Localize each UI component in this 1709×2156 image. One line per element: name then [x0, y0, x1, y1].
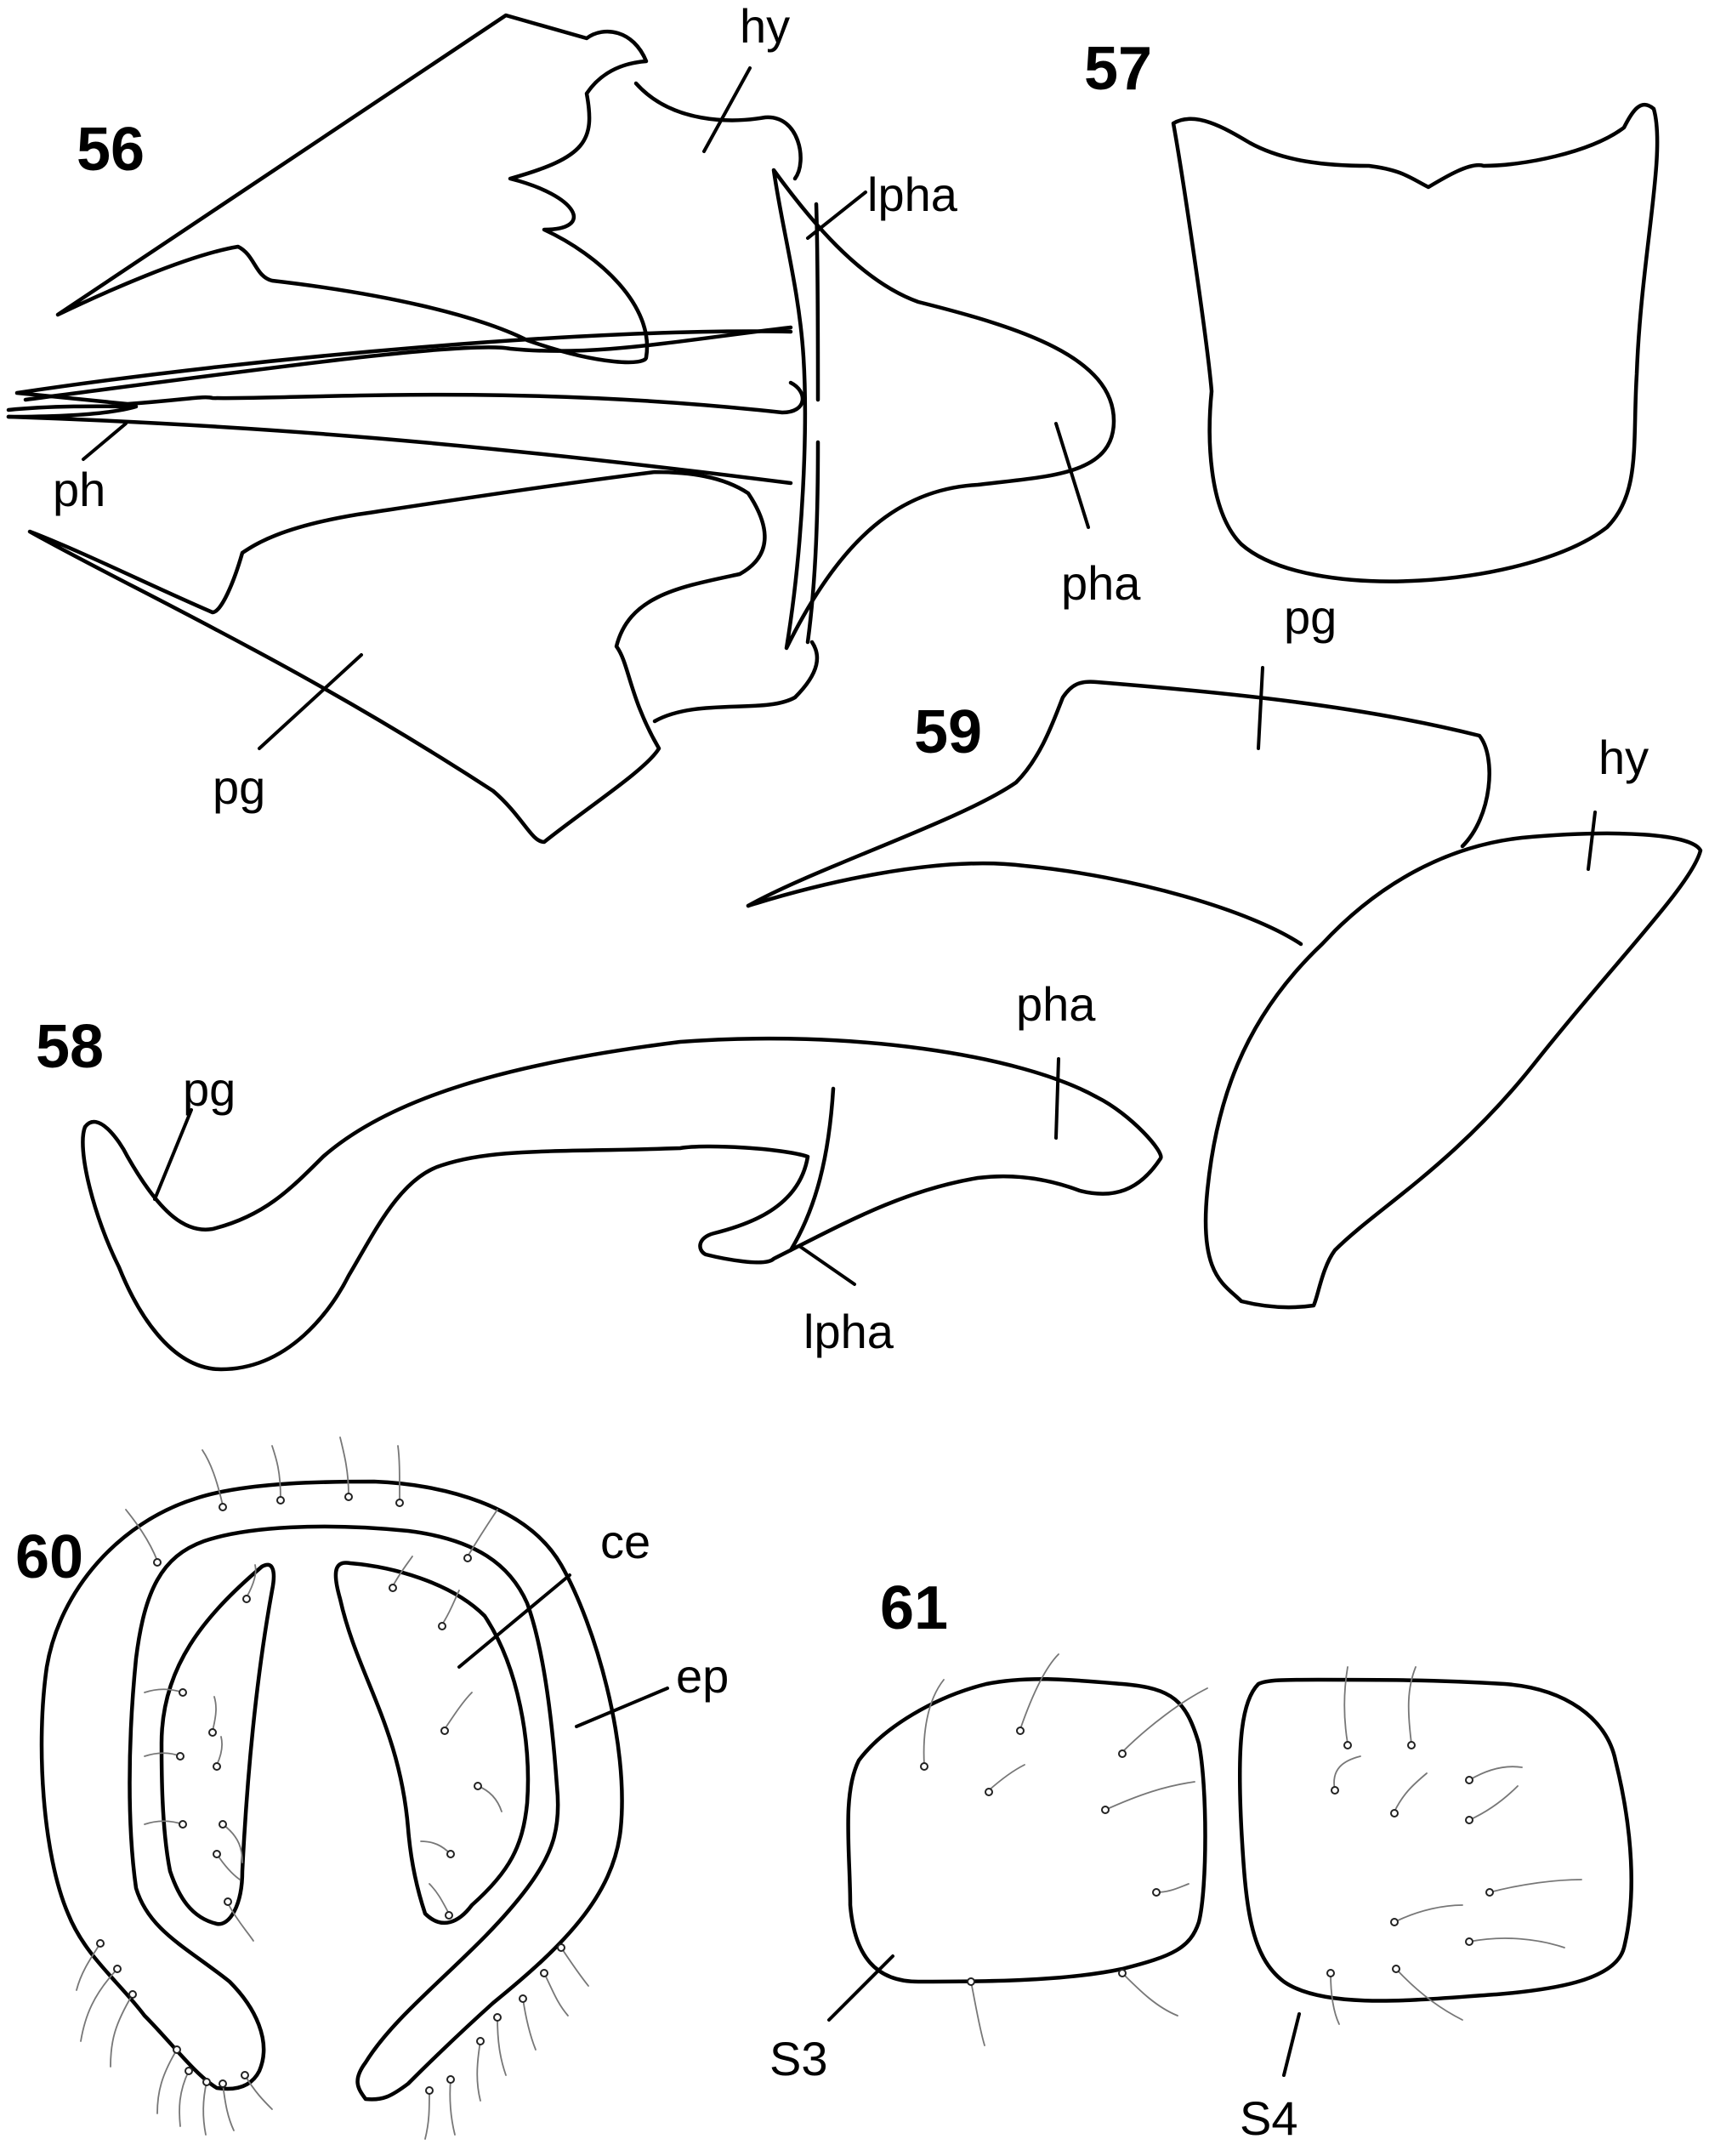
- figure-58: 58 pg pha lpha: [36, 977, 1163, 1372]
- fig60-epandrium-outer: [39, 1479, 624, 2102]
- fig59-gonocoxite: [746, 680, 1491, 908]
- fig56-phallus-outer: [14, 329, 805, 415]
- fig58-label-pg: pg: [183, 1062, 236, 1116]
- fig56-leader-pha: [1054, 422, 1090, 529]
- fig61-sternite-s3: [846, 1677, 1207, 1984]
- fig56-lower-lobe: [27, 469, 767, 845]
- fig59-gonocoxite-lower: [746, 861, 1303, 947]
- fig56-lower-inner: [652, 640, 820, 724]
- fig56-label-hy: hy: [740, 0, 790, 53]
- figure-number-59: 59: [914, 698, 982, 766]
- fig58-label-lpha: lpha: [803, 1305, 894, 1358]
- fig56-leader-ph: [82, 422, 128, 461]
- fig58-leader-lpha: [798, 1244, 856, 1286]
- fig56-label-ph: ph: [53, 463, 105, 516]
- fig58-label-pha: pha: [1016, 977, 1096, 1031]
- fig58-leader-pg: [153, 1108, 193, 1201]
- fig57-segment-outline: [1171, 102, 1660, 583]
- fig56-leader-lpha: [806, 191, 867, 240]
- fig60-cercus-right: [333, 1561, 531, 1925]
- fig60-cercus-left: [159, 1562, 276, 1926]
- fig58-lateral-arm: [788, 1086, 836, 1253]
- fig56-phallus-lower: [6, 414, 793, 486]
- figure-number-61: 61: [880, 1574, 948, 1642]
- fig56-label-lpha: lpha: [867, 168, 958, 221]
- figure-59: 59 pg hy: [746, 590, 1703, 1310]
- fig59-leader-pg: [1257, 666, 1264, 750]
- fig59-label-pg: pg: [1284, 590, 1337, 644]
- fig60-setae: [76, 1436, 589, 2140]
- fig61-label-s3: S3: [769, 2032, 828, 2085]
- fig56-phallus-tip: [6, 404, 139, 419]
- fig56-aedeagus-stripe-1: [814, 202, 820, 402]
- fig56-aedeagus-stripe-2: [805, 440, 820, 645]
- fig56-leader-pg: [258, 653, 363, 750]
- fig56-hypandrium: [633, 81, 803, 181]
- fig59-leader-hy: [1587, 811, 1597, 871]
- fig61-sternite-s4: [1237, 1677, 1633, 2003]
- figure-number-57: 57: [1084, 35, 1152, 103]
- fig60-label-ep: ep: [676, 1649, 729, 1703]
- fig56-leader-hy: [702, 66, 752, 153]
- figure-number-56: 56: [77, 116, 145, 184]
- figure-61: 61 S3 S4: [769, 1574, 1633, 2145]
- fig58-outer-curve: [81, 1036, 1163, 1372]
- fig56-phallapodeme: [771, 168, 1116, 651]
- figure-number-60: 60: [15, 1523, 83, 1591]
- fig56-label-pg: pg: [213, 760, 265, 814]
- figure-number-58: 58: [36, 1013, 104, 1081]
- fig59-hypandrium: [1203, 831, 1703, 1310]
- fig56-upper-lobe: [55, 13, 650, 365]
- fig60-leader-ep: [575, 1687, 669, 1728]
- fig56-label-pha: pha: [1061, 556, 1141, 610]
- fig61-label-s4: S4: [1240, 2091, 1298, 2145]
- fig61-setae: [920, 1653, 1582, 2046]
- fig60-label-ce: ce: [600, 1515, 650, 1568]
- fig58-leader-pha: [1054, 1057, 1060, 1140]
- fig61-leader-s3: [827, 1954, 894, 2022]
- figure-56: 56 hy lpha ph pha pg: [6, 0, 1141, 845]
- fig61-leader-s4: [1282, 2012, 1301, 2077]
- figure-57: 57: [1084, 35, 1660, 583]
- fig59-label-hy: hy: [1598, 731, 1649, 784]
- fig56-phallus-upper: [23, 325, 793, 402]
- fig60-leader-ce: [457, 1573, 571, 1669]
- figure-60: 60: [15, 1436, 729, 2140]
